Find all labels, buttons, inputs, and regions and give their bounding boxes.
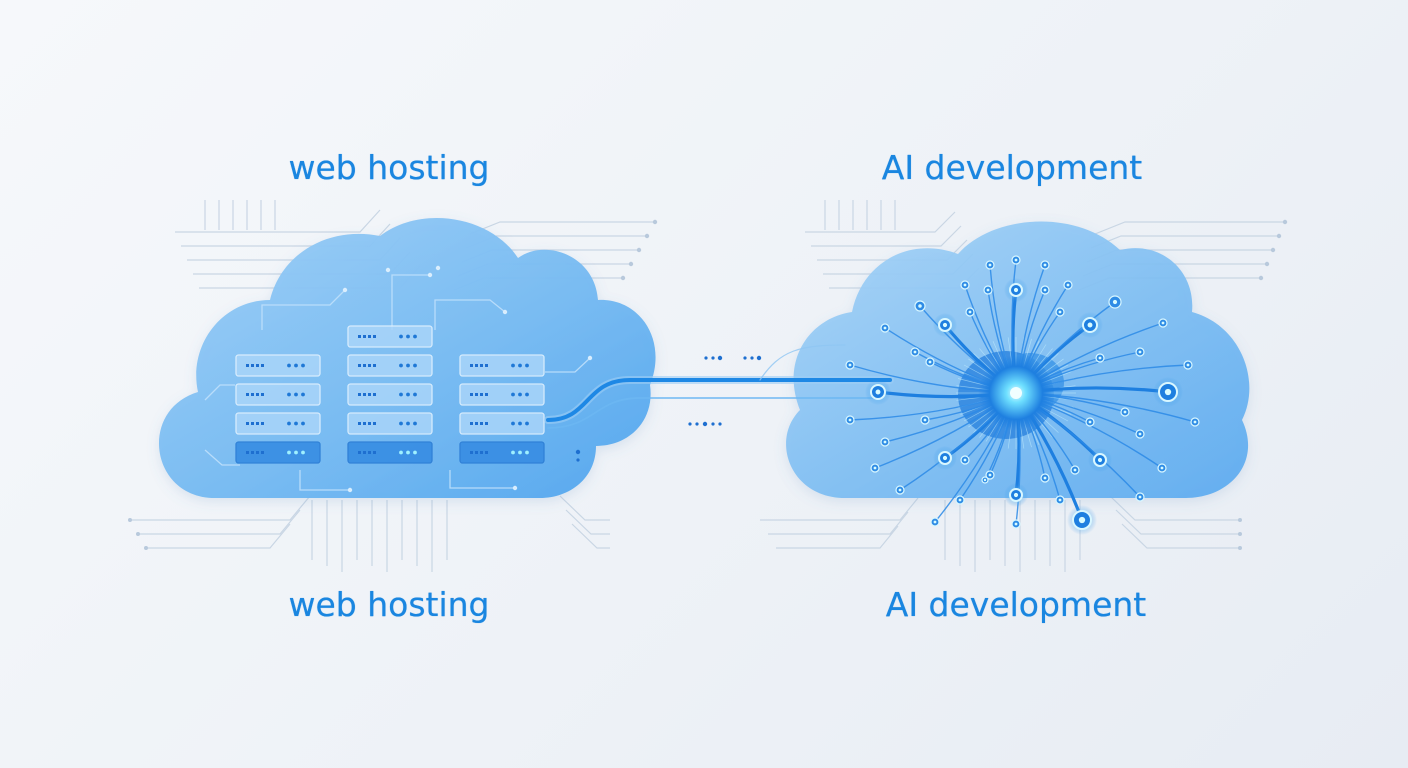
node-icon xyxy=(955,495,965,505)
node-icon xyxy=(1063,280,1073,290)
server-icon xyxy=(235,354,321,377)
server-icon xyxy=(459,441,545,464)
node-icon xyxy=(1095,353,1105,363)
node-icon xyxy=(1183,360,1193,370)
server-icon xyxy=(459,354,545,377)
node-icon xyxy=(933,313,957,337)
server-icon xyxy=(459,412,545,435)
node-icon xyxy=(1055,495,1065,505)
connector-dots xyxy=(575,355,762,462)
node-icon xyxy=(845,415,855,425)
node-icon xyxy=(1067,505,1097,535)
node-icon xyxy=(985,260,995,270)
node-icon xyxy=(910,347,920,357)
node-icon xyxy=(1070,465,1080,475)
node-icon xyxy=(1040,285,1050,295)
server-icon xyxy=(459,383,545,406)
node-icon xyxy=(920,415,930,425)
ai-development-title: AI development xyxy=(881,148,1143,187)
node-icon xyxy=(1085,417,1095,427)
node-icon xyxy=(880,323,890,333)
server-racks xyxy=(235,325,545,464)
node-icon xyxy=(983,285,993,295)
node-icon xyxy=(1055,307,1065,317)
web-hosting-title: web hosting xyxy=(288,148,490,187)
node-icon xyxy=(1157,463,1167,473)
node-icon xyxy=(1153,377,1183,407)
server-icon xyxy=(347,354,433,377)
node-icon xyxy=(1190,417,1200,427)
node-icon xyxy=(1120,407,1130,417)
server-icon xyxy=(347,441,433,464)
node-icon xyxy=(1011,519,1021,529)
node-icon xyxy=(1135,347,1145,357)
server-icon xyxy=(235,412,321,435)
node-icon xyxy=(1077,312,1103,338)
node-icon xyxy=(985,470,995,480)
server-icon xyxy=(235,383,321,406)
node-icon xyxy=(1004,278,1028,302)
node-icon xyxy=(1011,255,1021,265)
node-icon xyxy=(895,485,905,495)
node-icon xyxy=(1135,492,1145,502)
ai-development-caption: AI development xyxy=(885,585,1147,624)
node-icon xyxy=(914,300,926,312)
node-icon xyxy=(960,455,970,465)
neural-network xyxy=(845,255,1200,535)
node-icon xyxy=(1108,295,1122,309)
node-icon xyxy=(1158,318,1168,328)
node-icon xyxy=(870,463,880,473)
node-icon xyxy=(925,357,935,367)
node-icon xyxy=(933,446,957,470)
server-icon xyxy=(347,383,433,406)
node-icon xyxy=(981,476,989,484)
brain-icon xyxy=(978,355,1054,431)
web-hosting-caption: web hosting xyxy=(288,585,490,624)
node-icon xyxy=(1004,483,1028,507)
server-icon xyxy=(235,441,321,464)
node-icon xyxy=(1040,260,1050,270)
node-icon xyxy=(1088,448,1112,472)
node-icon xyxy=(865,379,891,405)
node-icon xyxy=(880,437,890,447)
node-icon xyxy=(930,517,940,527)
node-icon xyxy=(960,280,970,290)
node-icon xyxy=(1135,429,1145,439)
connector-link xyxy=(544,344,894,429)
server-icon xyxy=(347,412,433,435)
node-icon xyxy=(845,360,855,370)
node-icon xyxy=(965,307,975,317)
cloud-circuit-traces xyxy=(204,265,593,493)
server-icon xyxy=(347,325,433,348)
node-icon xyxy=(1040,473,1050,483)
